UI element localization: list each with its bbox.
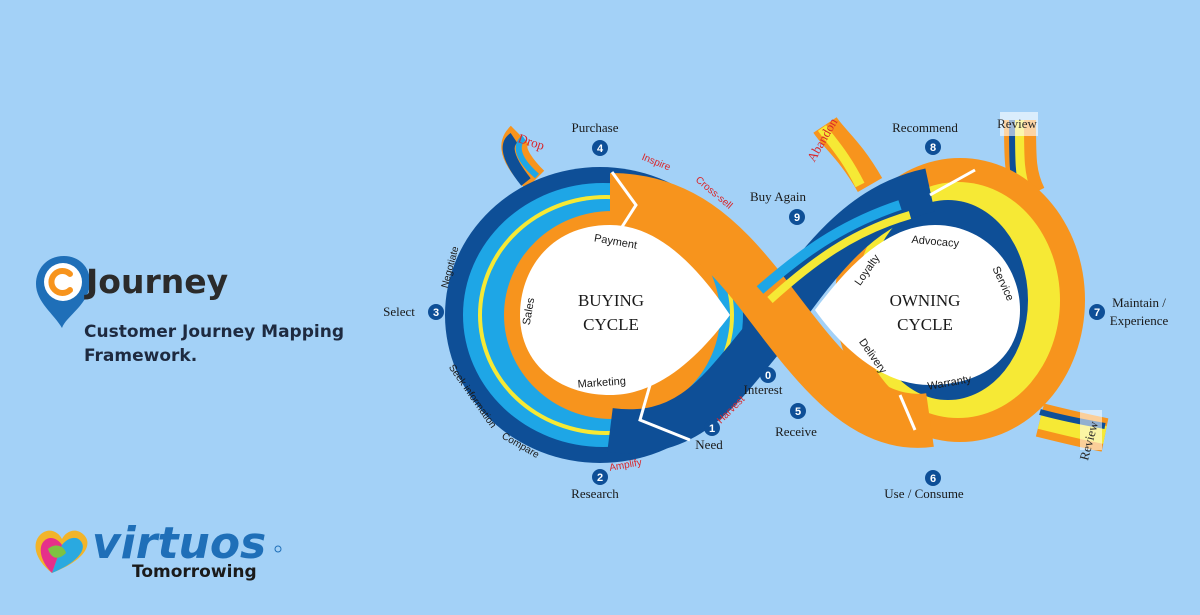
- stage-3-label: Select: [383, 304, 415, 319]
- owning-core: [815, 225, 1020, 385]
- stage-2-label: Research: [571, 486, 619, 501]
- stage-1-label: Need: [695, 437, 723, 452]
- stage-3-number: 3: [433, 307, 439, 319]
- stage-8-number: 8: [930, 142, 936, 154]
- stage-5-number: 5: [795, 406, 801, 418]
- exit-stream-abandon: [813, 116, 883, 193]
- stage-9-label: Buy Again: [750, 189, 806, 204]
- journey-logo-icon: [36, 256, 90, 328]
- stage-7-label-2: Experience: [1110, 313, 1169, 328]
- stage-0-number: 0: [765, 370, 771, 382]
- virtuos-logo: virtuos: [35, 518, 282, 573]
- stage-1-number: 1: [709, 423, 715, 435]
- stage-badges: [428, 139, 1105, 486]
- separator-lines: [610, 168, 976, 442]
- stage-7-number: 7: [1094, 307, 1100, 319]
- buying-cycle-title-1: BUYING: [578, 291, 644, 310]
- stage-4-number: 4: [597, 143, 604, 155]
- infinity-crossing: [607, 168, 936, 454]
- stage-0-label: Interest: [744, 382, 783, 397]
- virtuos-slogan: Tomorrowing: [132, 562, 257, 582]
- label-advocacy: Advocacy: [911, 234, 960, 250]
- exit-stream-review-bottom: [1035, 403, 1109, 452]
- brand-name: Journey: [86, 262, 229, 301]
- owning-cycle-title-1: OWNING: [890, 291, 961, 310]
- buying-cycle-title-2: CYCLE: [583, 315, 639, 334]
- stage-2-number: 2: [597, 472, 603, 484]
- virtuos-heart-icon: [35, 530, 88, 573]
- label-marketing: Marketing: [577, 375, 626, 390]
- label-inspire: Inspire: [640, 152, 672, 174]
- stage-6-number: 6: [930, 473, 936, 485]
- owning-cycle-title-2: CYCLE: [897, 315, 953, 334]
- buying-core: [520, 225, 730, 395]
- brand-tagline: Customer Journey Mapping Framework.: [84, 322, 344, 366]
- stage-9-number: 9: [794, 212, 800, 224]
- stage-4-label: Purchase: [572, 120, 619, 135]
- virtuos-wordmark: virtuos: [92, 518, 266, 569]
- label-sales: Sales: [521, 296, 538, 326]
- stage-6-label: Use / Consume: [884, 486, 964, 501]
- label-review-top: Review: [997, 116, 1037, 131]
- stage-8-label: Recommend: [892, 120, 958, 135]
- stage-5-label: Receive: [775, 424, 817, 439]
- stage-7-label-1: Maintain /: [1112, 295, 1166, 310]
- exit-stream-drop: [501, 125, 545, 190]
